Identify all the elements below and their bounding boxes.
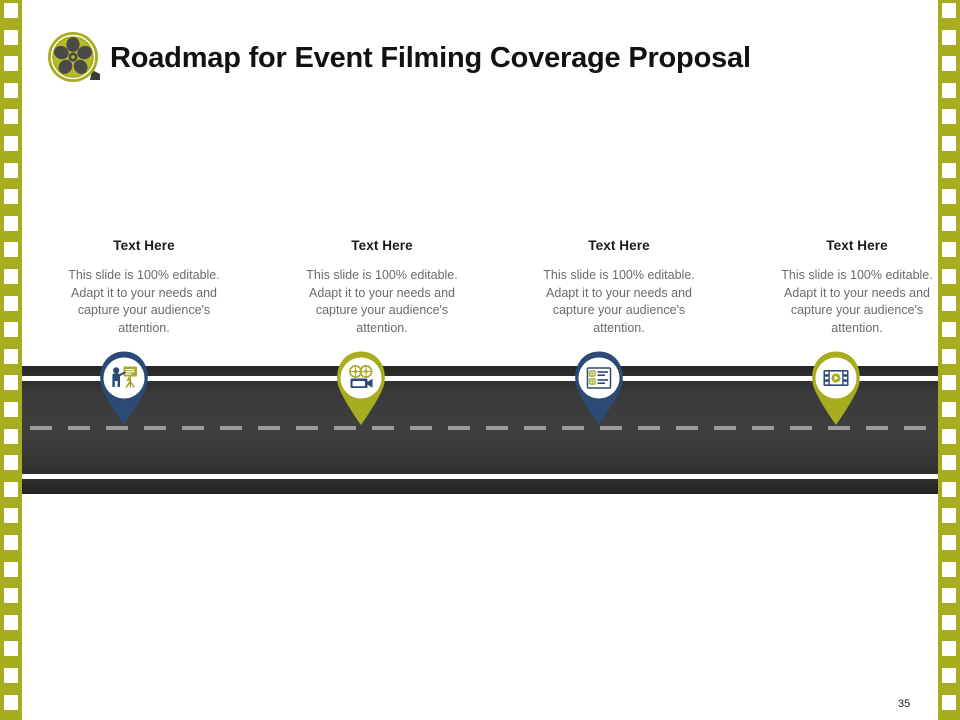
film-strip-right (938, 0, 960, 720)
road-center-dashed-line (30, 426, 930, 430)
slide-header: Roadmap for Event Filming Coverage Propo… (22, 26, 938, 90)
film-perforation (942, 136, 956, 151)
step-description: This slide is 100% editable. Adapt it to… (781, 268, 933, 335)
film-play-icon (821, 363, 851, 393)
film-perforation (4, 189, 18, 205)
map-pin-4[interactable] (808, 350, 864, 426)
film-perforation (942, 215, 956, 231)
film-perforation (4, 242, 18, 258)
slide-canvas: Roadmap for Event Filming Coverage Propo… (22, 0, 938, 720)
film-perforation (942, 295, 956, 311)
film-perforation (942, 561, 956, 577)
film-perforation (942, 82, 956, 98)
film-perforation (942, 614, 956, 630)
film-perforation (4, 215, 18, 231)
film-perforation (942, 189, 956, 205)
film-perforation (942, 56, 956, 72)
step-title: Text Here (588, 238, 650, 253)
film-perforation (4, 82, 18, 98)
film-perforation (942, 588, 956, 604)
step-column-4: Text Here This slide is 100% editable. A… (759, 238, 955, 337)
film-perforation (942, 242, 956, 258)
film-perforation (942, 428, 956, 444)
road-edge-line-bottom (22, 474, 938, 479)
page-title: Roadmap for Event Filming Coverage Propo… (110, 42, 751, 74)
film-perforation (4, 348, 18, 364)
road-edge-line-top (22, 376, 938, 381)
film-perforation (942, 668, 956, 683)
movie-camera-icon (346, 363, 376, 393)
film-perforation (942, 375, 956, 391)
step-description: This slide is 100% editable. Adapt it to… (306, 268, 458, 335)
film-perforation (4, 402, 18, 417)
film-perforation (942, 322, 956, 338)
film-perforation (4, 641, 18, 657)
film-reel-icon (46, 30, 104, 88)
film-perforation (4, 428, 18, 444)
film-perforation (4, 588, 18, 604)
film-perforation (942, 508, 956, 524)
film-perforation (4, 136, 18, 151)
step-title: Text Here (351, 238, 413, 253)
film-perforation (4, 295, 18, 311)
film-perforation (4, 29, 18, 45)
step-column-1: Text Here This slide is 100% editable. A… (46, 238, 242, 337)
film-perforation (942, 694, 956, 710)
film-perforation (942, 162, 956, 178)
film-perforation (4, 455, 18, 471)
pin-shape-olive (808, 350, 864, 431)
film-perforation (4, 322, 18, 338)
presenter-board-icon (109, 363, 139, 393)
film-perforation (4, 375, 18, 391)
film-perforation (4, 561, 18, 577)
film-perforation (942, 535, 956, 550)
film-perforation (4, 269, 18, 284)
step-columns: Text Here This slide is 100% editable. A… (22, 238, 938, 358)
map-pin-3[interactable] (571, 350, 627, 426)
step-title: Text Here (826, 238, 888, 253)
film-perforation (4, 668, 18, 683)
film-perforation (942, 481, 956, 497)
film-perforation (4, 614, 18, 630)
step-description: This slide is 100% editable. Adapt it to… (543, 268, 695, 335)
film-perforation (942, 641, 956, 657)
film-perforation (942, 109, 956, 125)
film-perforation (942, 269, 956, 284)
film-strip-left (0, 0, 22, 720)
step-column-2: Text Here This slide is 100% editable. A… (284, 238, 480, 337)
film-perforation (942, 3, 956, 18)
map-pin-2[interactable] (333, 350, 389, 426)
step-description: This slide is 100% editable. Adapt it to… (68, 268, 220, 335)
film-perforation (4, 535, 18, 550)
film-perforation (4, 694, 18, 710)
film-perforation (4, 3, 18, 18)
film-perforation (942, 402, 956, 417)
film-perforation (4, 162, 18, 178)
roadmap-road (22, 366, 938, 494)
page-number: 35 (898, 698, 911, 710)
checklist-document-icon (584, 363, 614, 393)
film-perforation (942, 455, 956, 471)
step-title: Text Here (113, 238, 175, 253)
film-perforation (4, 109, 18, 125)
map-pin-1[interactable] (96, 350, 152, 426)
film-perforation (942, 348, 956, 364)
film-perforation (942, 29, 956, 45)
film-perforation (4, 56, 18, 72)
film-perforation (4, 508, 18, 524)
step-column-3: Text Here This slide is 100% editable. A… (521, 238, 717, 337)
film-perforation (4, 481, 18, 497)
